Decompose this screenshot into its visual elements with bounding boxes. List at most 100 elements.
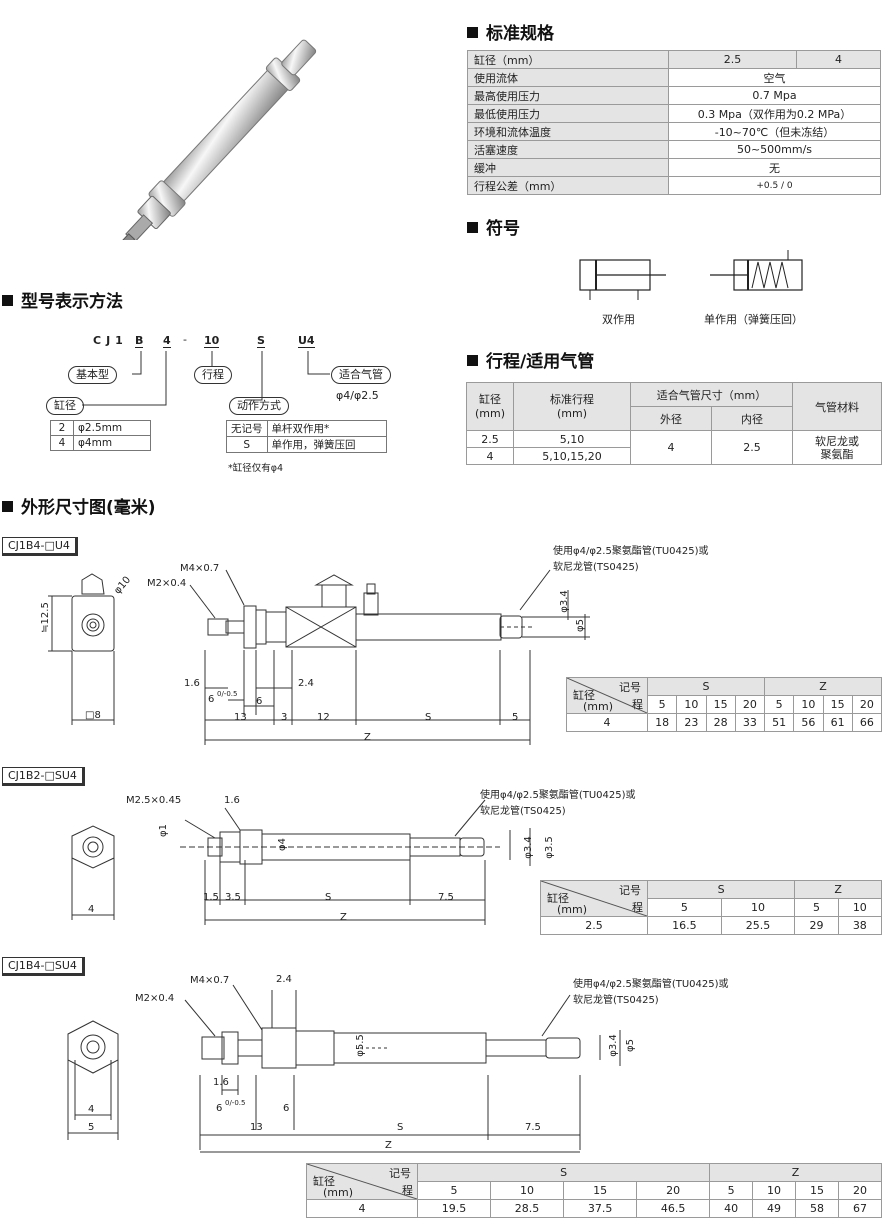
- dim-1-6: 1.6: [213, 1077, 229, 1088]
- model-code-stroke: 10: [204, 334, 220, 348]
- cell: 4: [566, 713, 648, 732]
- tube-type-label: 适合气管: [331, 366, 391, 384]
- table-row: 行程公差（mm）+0.5 / 0: [467, 176, 881, 195]
- desc-cell: φ2.5mm: [73, 420, 151, 436]
- specs-heading: 标准规格: [467, 19, 554, 44]
- cell: 19.5: [416, 1199, 492, 1218]
- bullet-square-icon: [467, 222, 478, 233]
- corner-bore: 缸径: [547, 892, 569, 905]
- cell: 49: [752, 1199, 797, 1218]
- spec-value: +0.5 / 0: [668, 176, 881, 195]
- dim-S: S: [397, 1122, 404, 1133]
- model-code-dash: -: [183, 333, 187, 346]
- col-cell: 20: [636, 1181, 711, 1200]
- base-type-label: 基本型: [68, 366, 117, 384]
- tube-note-line2: 软尼龙管(TS0425): [553, 562, 639, 573]
- spec-label: 最低使用压力: [467, 104, 669, 123]
- col-cell: 15: [705, 695, 736, 714]
- desc-cell: 单作用，弹簧压回: [266, 436, 387, 453]
- od-cell: 4: [630, 430, 712, 465]
- spec-value: -10~70℃（但未冻结）: [668, 122, 881, 141]
- bore-cell: 4: [466, 447, 514, 465]
- col-S: S: [647, 677, 765, 696]
- tube-note-line2: 软尼龙管(TS0425): [480, 806, 566, 817]
- dim-Z: Z: [385, 1140, 392, 1151]
- corner-bore: 缸径: [573, 689, 595, 702]
- dims-heading: 外形尺寸图(毫米): [2, 493, 156, 518]
- code-cell: S: [226, 436, 268, 453]
- table-corner: 记号 缸径 (mm) 程: [566, 677, 648, 714]
- model-code-prefix: CJ1: [93, 334, 128, 347]
- tube-size-header: 适合气管尺寸（mm）: [630, 382, 793, 407]
- code-cell: 2: [50, 420, 74, 436]
- col-cell: 10: [490, 1181, 565, 1200]
- table-row: 记号 缸径 (mm) 程 S Z: [306, 1163, 882, 1200]
- table-row: 缸径(mm) 标准行程(mm) 适合气管尺寸（mm） 气管材料: [466, 382, 882, 431]
- tube-note-line1: 使用φ4/φ2.5聚氨酯管(TU0425)或: [573, 979, 729, 990]
- id-cell: 2.5: [711, 430, 793, 465]
- dim-3-5: 3.5: [225, 892, 241, 903]
- cell: 51: [763, 713, 795, 732]
- spec-value: 空气: [668, 68, 881, 87]
- material-header: 气管材料: [792, 382, 882, 431]
- dim-Z: Z: [340, 912, 347, 923]
- dim-phi5: φ5: [624, 1039, 636, 1052]
- corner-bore: 缸径: [313, 1175, 335, 1188]
- col-cell: 5: [763, 695, 795, 714]
- cell: 4: [306, 1199, 418, 1218]
- bullet-square-icon: [2, 295, 13, 306]
- spec-label: 缸径（mm）: [467, 50, 669, 69]
- table-row: 外径 内径: [467, 406, 882, 431]
- action-type-label: 动作方式: [229, 397, 289, 415]
- material-cell-line1: 软尼龙或: [815, 434, 859, 448]
- col-Z: Z: [709, 1163, 882, 1182]
- dim-7-5: 7.5: [525, 1122, 541, 1133]
- model-code-type: B: [135, 334, 144, 348]
- thread-m2: M2×0.4: [135, 993, 175, 1004]
- dim-phi5: φ5: [574, 619, 586, 632]
- tube-note-line2: 软尼龙管(TS0425): [573, 995, 659, 1006]
- corner-mark: 记号: [619, 884, 641, 897]
- drawing-tag-2: CJ1B2-□SU4: [2, 767, 85, 786]
- col-cell: 10: [793, 695, 824, 714]
- col-cell: 10: [837, 898, 883, 917]
- col-cell: 20: [837, 1181, 883, 1200]
- bore-unit-header: (mm): [474, 406, 505, 420]
- thread-m2: M2×0.4: [147, 578, 187, 589]
- spec-label: 缓冲: [467, 158, 669, 177]
- material-cell-line2: 聚氨酯: [820, 447, 854, 461]
- dim-height-12-5: ≒12.5: [39, 602, 51, 633]
- col-cell: 5: [646, 695, 678, 714]
- stroke-type-label: 行程: [194, 366, 232, 384]
- dim-1-5: 1.5: [203, 892, 219, 903]
- dim-7-5: 7.5: [438, 892, 454, 903]
- col-cell: 5: [794, 898, 839, 917]
- cell: 40: [709, 1199, 754, 1218]
- spec-label: 使用流体: [467, 68, 669, 87]
- dim-width-5: 5: [88, 1122, 95, 1133]
- double-acting-label: 双作用: [602, 313, 635, 326]
- thread-m4: M4×0.7: [190, 975, 230, 986]
- cell: 29: [794, 916, 839, 935]
- cell: 16.5: [647, 916, 722, 935]
- table-row: 记号 缸径 (mm) 程 S Z: [540, 880, 882, 917]
- spec-value: 4: [795, 50, 882, 69]
- cell: 58: [795, 1199, 839, 1218]
- drawing-2: [71, 799, 531, 925]
- col-cell: 15: [795, 1181, 839, 1200]
- dim-phi3-4: φ3.4: [522, 836, 534, 859]
- cell: 38: [837, 916, 883, 935]
- thread-m2-5: M2.5×0.45: [126, 795, 182, 806]
- drawing-tag-1: CJ1B4-□U4: [2, 537, 78, 556]
- dim-2-4: 2.4: [276, 974, 292, 985]
- bore-type-label: 缸径: [46, 397, 84, 415]
- spec-label: 环境和流体温度: [467, 122, 669, 141]
- col-Z: Z: [764, 677, 882, 696]
- model-code-bore: 4: [163, 334, 171, 348]
